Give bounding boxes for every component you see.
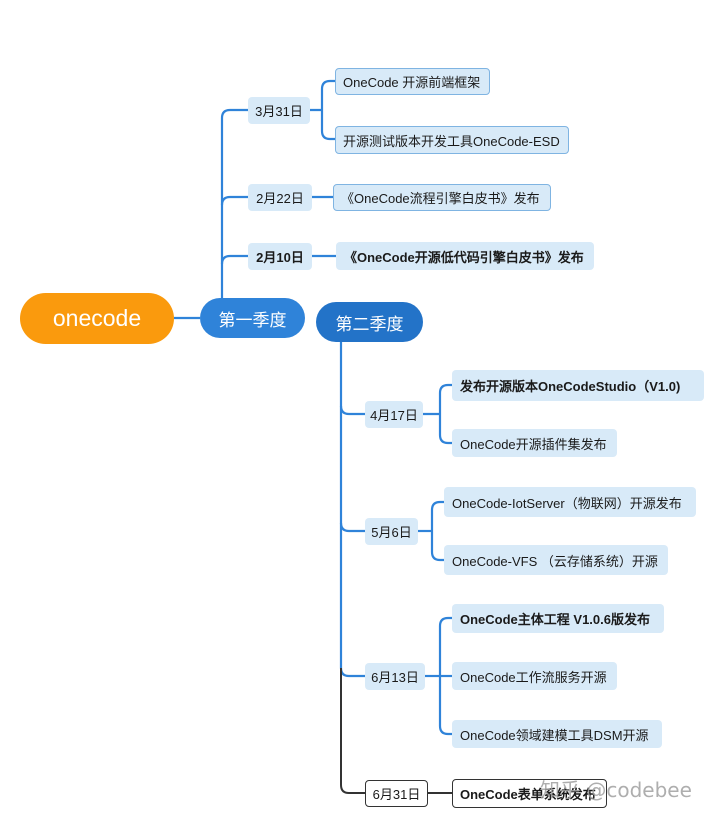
topic-node[interactable]: OneCode-IotServer（物联网）开源发布 [444, 487, 696, 517]
topic-node[interactable]: OneCode主体工程 V1.0.6版发布 [452, 604, 664, 633]
quarter-node-q2[interactable]: 第二季度 [316, 302, 423, 342]
date-node[interactable]: 5月6日 [365, 518, 418, 545]
quarter-node-q1[interactable]: 第一季度 [200, 298, 305, 338]
topic-node[interactable]: OneCode表单系统发布 [452, 779, 607, 808]
topic-node[interactable]: OneCode领域建模工具DSM开源 [452, 720, 662, 748]
date-node[interactable]: 6月13日 [365, 663, 425, 690]
topic-node[interactable]: 开源测试版本开发工具OneCode-ESD [335, 126, 569, 154]
date-node[interactable]: 2月10日 [248, 243, 312, 270]
date-node[interactable]: 6月31日 [365, 780, 428, 807]
date-node[interactable]: 4月17日 [365, 401, 423, 428]
date-node[interactable]: 2月22日 [248, 184, 312, 211]
topic-node[interactable]: 《OneCode流程引擎白皮书》发布 [333, 184, 551, 211]
topic-node[interactable]: 《OneCode开源低代码引擎白皮书》发布 [336, 242, 594, 270]
date-node[interactable]: 3月31日 [248, 97, 310, 124]
topic-node[interactable]: 发布开源版本OneCodeStudio（V1.0) [452, 370, 704, 401]
root-node[interactable]: onecode [20, 293, 174, 344]
topic-node[interactable]: OneCode 开源前端框架 [335, 68, 490, 95]
topic-node[interactable]: OneCode工作流服务开源 [452, 662, 617, 690]
topic-node[interactable]: OneCode开源插件集发布 [452, 429, 617, 457]
watermark: 知乎 @codebee [540, 778, 692, 802]
topic-node[interactable]: OneCode-VFS （云存储系统）开源 [444, 545, 668, 575]
